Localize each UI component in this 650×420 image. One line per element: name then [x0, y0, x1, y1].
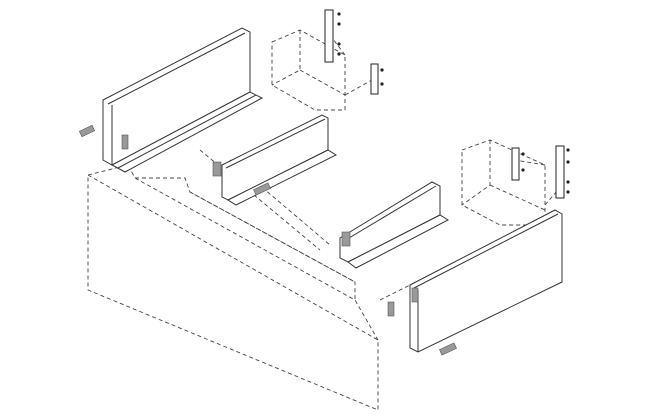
clip-pad	[212, 161, 222, 177]
clip-pad	[121, 134, 129, 150]
drawer-side-panel-middle	[212, 114, 338, 206]
rail-caps	[78, 124, 457, 356]
upper-cabinet-outline	[271, 29, 346, 111]
bracket	[370, 63, 379, 95]
bracket	[511, 147, 520, 181]
drawer-side-panel-right	[339, 181, 450, 269]
drawer-side-panel-front	[409, 209, 563, 353]
bracket	[324, 9, 334, 63]
front-cabinet-outline	[87, 164, 379, 411]
clip-pad	[341, 231, 351, 247]
bracket	[555, 145, 565, 199]
clip-pad	[411, 287, 419, 303]
drawer-side-panel-left-back	[102, 27, 264, 173]
mounting-brackets	[324, 9, 570, 199]
